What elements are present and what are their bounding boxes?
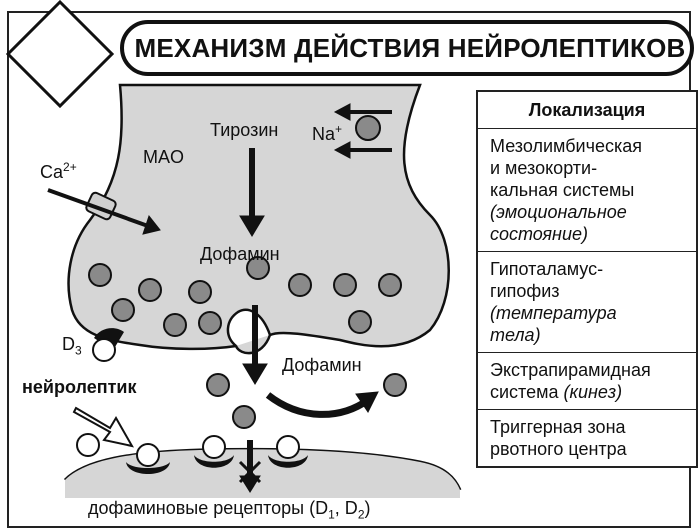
page-title: МЕХАНИЗМ ДЕЙСТВИЯ НЕЙРОЛЕПТИКОВ: [134, 32, 686, 63]
arrows: [47, 103, 392, 493]
na-label: Na+: [312, 122, 343, 144]
table-header: Локализация: [528, 100, 646, 120]
postsynaptic-fill: [65, 449, 460, 498]
vesicle: [378, 273, 402, 297]
table-row-mesolimbic: Мезолимбическая и мезокорти- кальная сис…: [478, 128, 696, 251]
vesicle: [138, 278, 162, 302]
neuroleptic-arrow: [72, 406, 134, 448]
cleft-dopamine: [206, 373, 407, 429]
bound-ligand: [202, 435, 226, 459]
vesicle: [163, 313, 187, 337]
vesicle: [383, 373, 407, 397]
vesicle: [88, 263, 112, 287]
vesicles: [88, 256, 402, 337]
vesicle: [188, 280, 212, 304]
receptor-cup: [194, 455, 234, 468]
vesicle: [111, 298, 135, 322]
receptor-cup: [126, 462, 170, 474]
dopamine-cleft-label: Дофамин: [282, 355, 362, 375]
vesicle: [198, 311, 222, 335]
vesicle: [333, 273, 357, 297]
bound-ligands: [76, 433, 300, 467]
vesicle: [348, 310, 372, 334]
na-channel: [355, 115, 381, 141]
table-row-trigger-zone: Триггерная зона рвотного центра: [478, 409, 696, 466]
vesicle: [206, 373, 230, 397]
d3-label: D3: [62, 334, 82, 358]
vesicle: [232, 405, 256, 429]
diamond-icon: [5, 0, 115, 109]
tyrosine-label: Тирозин: [210, 120, 279, 140]
receptor-cup: [268, 455, 308, 468]
dopamine-inside-label: Дофамин: [200, 244, 280, 264]
table-row-hypothalamus: Гипоталамус- гипофиз (температура тела): [478, 251, 696, 352]
title-pill: [120, 20, 694, 76]
vesicle: [246, 256, 270, 280]
receptors-label: дофаминовые рецепторы (D1, D2): [88, 498, 371, 522]
neuroleptic-label: нейролептик: [22, 377, 137, 397]
bound-ligand: [276, 435, 300, 459]
receptor-cups: [126, 455, 308, 474]
table-row-extrapyramidal: Экстрапирамидная система (кинез): [478, 352, 696, 409]
bound-ligand: [136, 443, 160, 467]
d3-ligand: [92, 338, 116, 362]
localization-table: Локализация Мезолимбическая и мезокорти-…: [476, 90, 698, 468]
vesicle: [288, 273, 312, 297]
ca-label: Ca2+: [40, 160, 77, 182]
free-ligand: [76, 433, 100, 457]
mao-label: MAO: [143, 147, 185, 167]
